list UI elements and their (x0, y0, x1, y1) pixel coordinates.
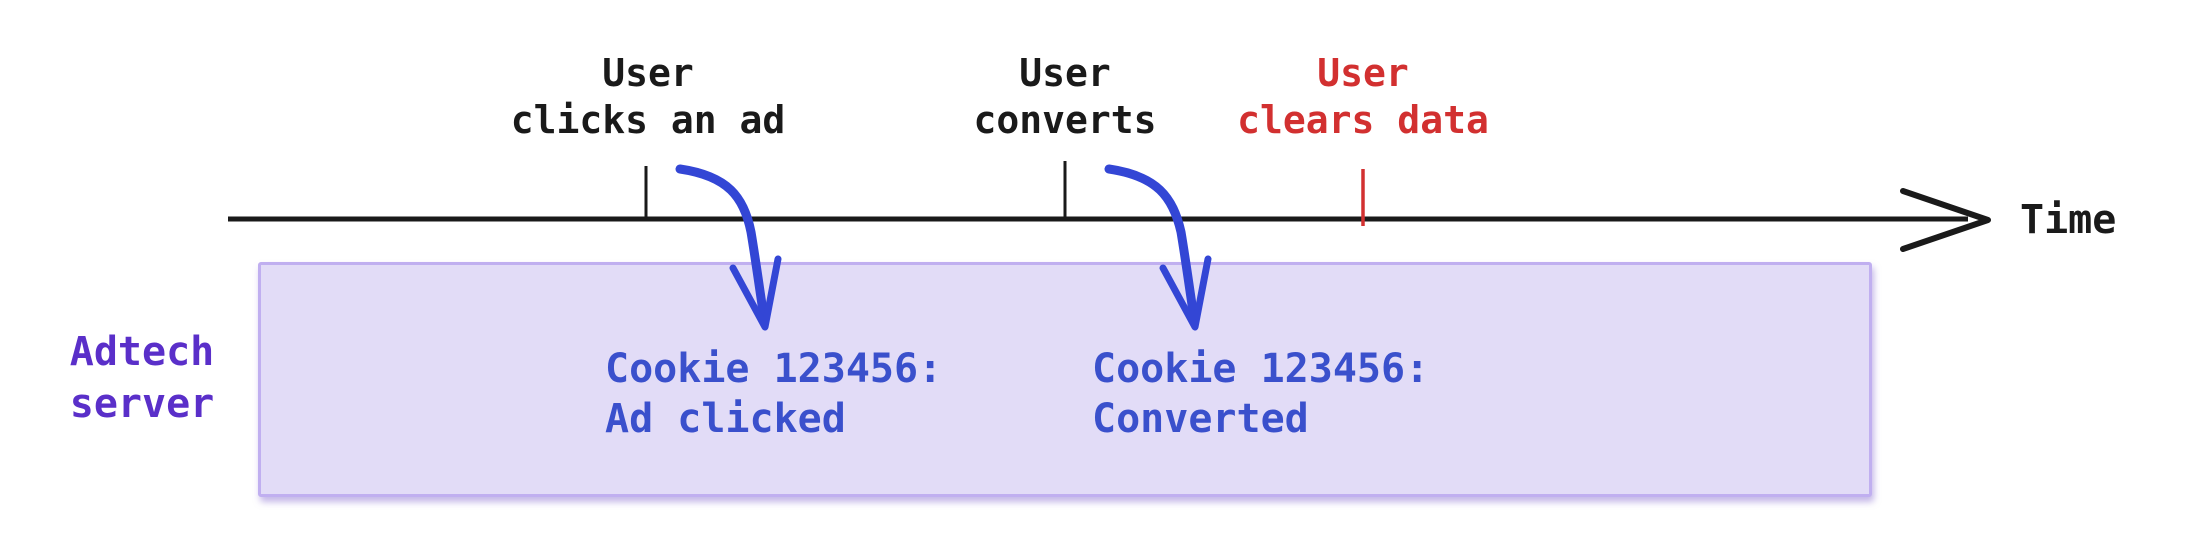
event-label-line: User (602, 51, 694, 95)
time-axis-label: Time (2020, 197, 2117, 243)
cookie-record-convert: Cookie 123456: Converted (1092, 344, 1429, 444)
server-label-line: Adtech (69, 329, 215, 375)
cookie-record-line: Cookie 123456: (605, 346, 943, 392)
event-label-line: clicks an ad (510, 98, 786, 142)
timeline-arrowhead-icon (1900, 188, 1991, 252)
cookie-record-line: Ad clicked (605, 396, 846, 442)
event-label-click: User clicks an ad (511, 50, 786, 144)
adtech-server-box (258, 262, 1872, 497)
event-label-clear: User clears data (1237, 50, 1489, 144)
event-label-line: User (1317, 51, 1409, 95)
event-label-line: clears data (1237, 98, 1489, 142)
cookie-record-line: Cookie 123456: (1092, 346, 1430, 392)
adtech-server-label: Adtech server (70, 326, 215, 430)
event-label-line: converts (973, 98, 1157, 142)
cookie-record-line: Converted (1092, 396, 1309, 442)
event-label-convert: User converts (973, 50, 1156, 144)
server-label-line: server (69, 381, 215, 427)
cookie-record-click: Cookie 123456: Ad clicked (605, 344, 942, 444)
event-label-line: User (1019, 51, 1111, 95)
